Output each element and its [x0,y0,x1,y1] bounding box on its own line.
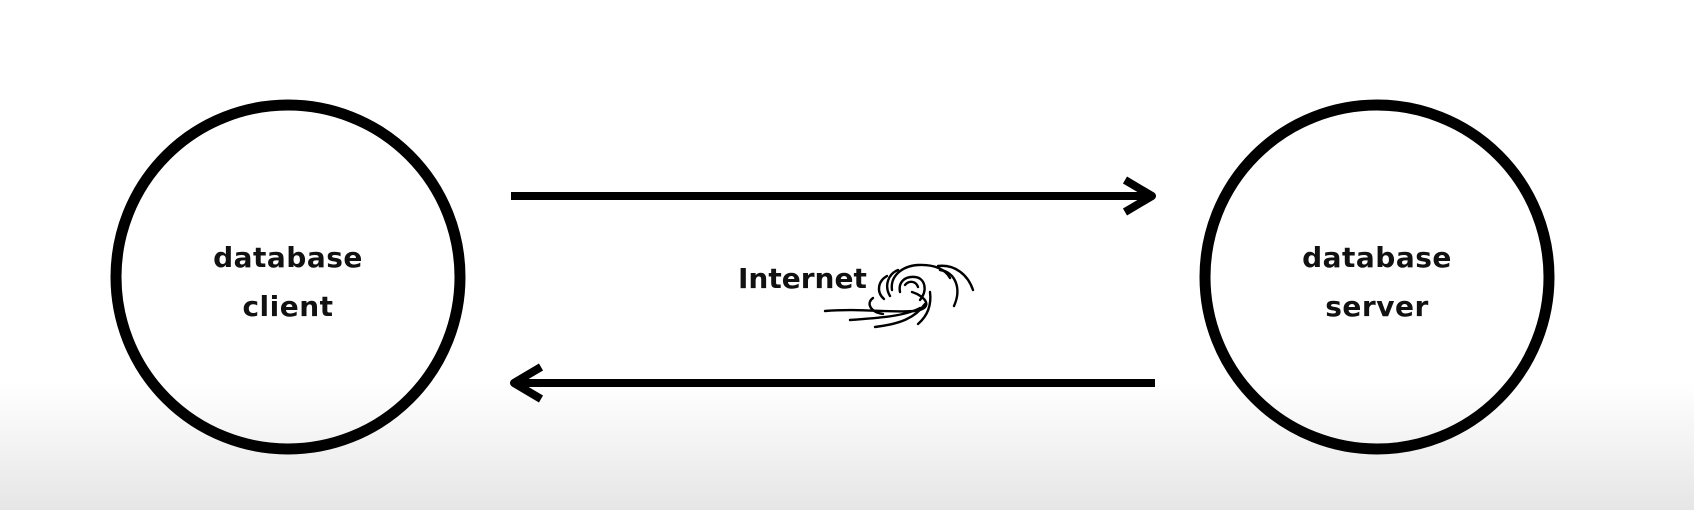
server-label-line1: database [1302,241,1452,274]
client-node-circle [110,99,466,455]
server-label-line2: server [1325,290,1429,323]
client-label-line2: client [242,290,334,323]
internet-label: Internet [738,262,867,295]
client-label-line1: database [213,241,363,274]
wave-icon [823,263,975,329]
client-node-label: database client [158,233,418,331]
server-node-circle [1199,99,1555,455]
server-node-label: database server [1247,233,1507,331]
request-arrow [511,176,1156,216]
response-arrow [510,363,1155,403]
